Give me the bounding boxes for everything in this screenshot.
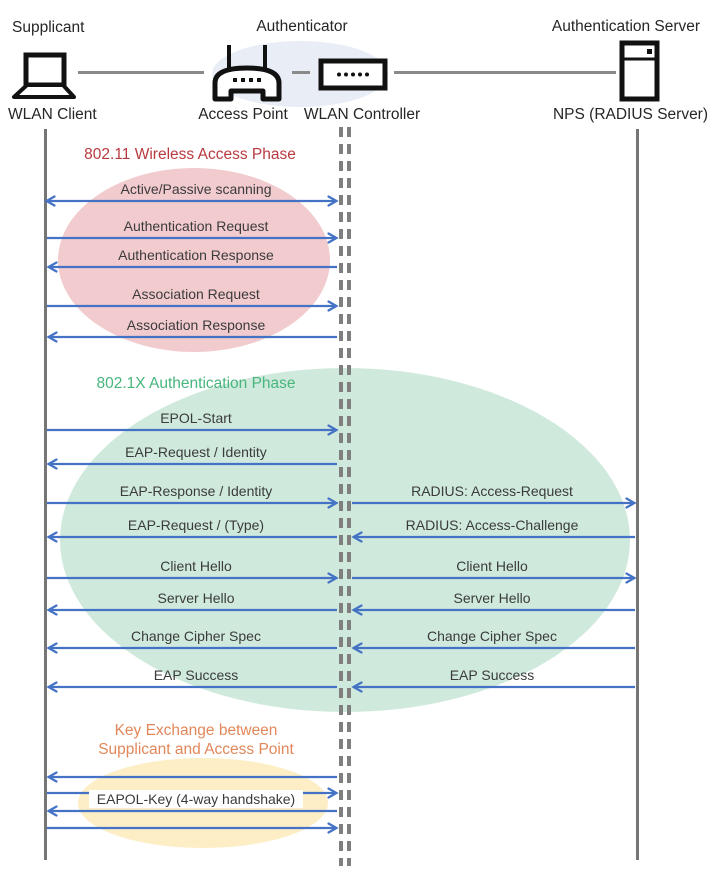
message-label-17: EAP Success <box>64 666 328 684</box>
message-label-text-18: EAP Success <box>449 667 535 683</box>
lifeline-authenticator-dashed-left <box>339 127 343 866</box>
message-label-text-1: Authentication Request <box>123 218 269 234</box>
message-label-text-2: Authentication Response <box>118 247 274 263</box>
connector-client-to-ap <box>78 71 204 74</box>
message-label-text-8: RADIUS: Access-Request <box>411 483 573 499</box>
message-label-text-4: Association Response <box>126 317 266 333</box>
server-icon <box>619 40 661 102</box>
wlan-controller-icon <box>318 58 388 91</box>
message-label-7: EAP-Response / Identity <box>64 482 328 500</box>
message-label-2: Authentication Response <box>64 246 328 264</box>
device-label-access-point: Access Point <box>198 106 288 123</box>
message-label-text-5: EPOL-Start <box>160 410 232 426</box>
message-label-text-3: Association Request <box>132 286 260 302</box>
device-label-wlan-controller: WLAN Controller <box>303 106 421 123</box>
message-label-text-11: Client Hello <box>160 558 232 574</box>
message-label-11: Client Hello <box>64 557 328 575</box>
phase-ellipse-8021x <box>60 368 630 712</box>
lifeline-authenticator-dashed-right <box>347 127 351 866</box>
message-label-3: Association Request <box>64 285 328 303</box>
device-label-nps-radius-server: NPS (RADIUS Server) <box>552 106 709 123</box>
message-label-18: EAP Success <box>360 666 624 684</box>
message-label-5: EPOL-Start <box>64 409 328 427</box>
phase-title-key-exchange-line2: Supplicant and Access Point <box>98 741 294 758</box>
message-label-text-7: EAP-Response / Identity <box>119 483 273 499</box>
message-label-0: Active/Passive scanning <box>64 180 328 198</box>
role-label-supplicant: Supplicant <box>12 19 85 36</box>
role-label-authentication-server: Authentication Server <box>551 18 701 35</box>
lifeline-radius-server <box>636 129 639 860</box>
message-label-16: Change Cipher Spec <box>360 627 624 645</box>
message-label-text-16: Change Cipher Spec <box>427 628 557 644</box>
phase-title-8021x-authentication: 802.1X Authentication Phase <box>96 375 296 392</box>
role-label-authenticator: Authenticator <box>256 18 348 35</box>
lifeline-wlan-client <box>44 129 47 860</box>
message-label-14: Server Hello <box>360 589 624 607</box>
access-point-icon <box>210 42 284 104</box>
message-label-text-21: EAPOL-Key (4-way handshake) <box>88 790 304 808</box>
message-label-4: Association Response <box>64 316 328 334</box>
message-label-text-0: Active/Passive scanning <box>120 181 272 197</box>
device-label-wlan-client: WLAN Client <box>8 106 97 123</box>
message-label-10: RADIUS: Access-Challenge <box>360 516 624 534</box>
message-label-8: RADIUS: Access-Request <box>360 482 624 500</box>
message-label-text-9: EAP-Request / (Type) <box>127 517 265 533</box>
message-label-text-13: Server Hello <box>157 590 235 606</box>
message-label-12: Client Hello <box>360 557 624 575</box>
message-label-text-15: Change Cipher Spec <box>131 628 261 644</box>
message-label-6: EAP-Request / Identity <box>64 443 328 461</box>
message-label-text-17: EAP Success <box>153 667 239 683</box>
message-label-13: Server Hello <box>64 589 328 607</box>
message-label-text-10: RADIUS: Access-Challenge <box>405 517 579 533</box>
message-label-text-12: Client Hello <box>456 558 528 574</box>
connector-ap-to-controller <box>292 71 310 74</box>
connector-controller-to-server <box>394 71 616 74</box>
phase-title-key-exchange: Key Exchange between Supplicant and Acce… <box>60 721 332 759</box>
message-label-15: Change Cipher Spec <box>64 627 328 645</box>
message-label-21: EAPOL-Key (4-way handshake) <box>64 790 328 808</box>
message-label-text-6: EAP-Request / Identity <box>125 444 267 460</box>
message-label-9: EAP-Request / (Type) <box>64 516 328 534</box>
phase-title-key-exchange-line1: Key Exchange between <box>114 722 278 739</box>
message-label-1: Authentication Request <box>64 217 328 235</box>
message-label-text-14: Server Hello <box>453 590 531 606</box>
phase-title-80211-wireless-access: 802.11 Wireless Access Phase <box>84 146 296 163</box>
laptop-icon <box>10 52 78 100</box>
